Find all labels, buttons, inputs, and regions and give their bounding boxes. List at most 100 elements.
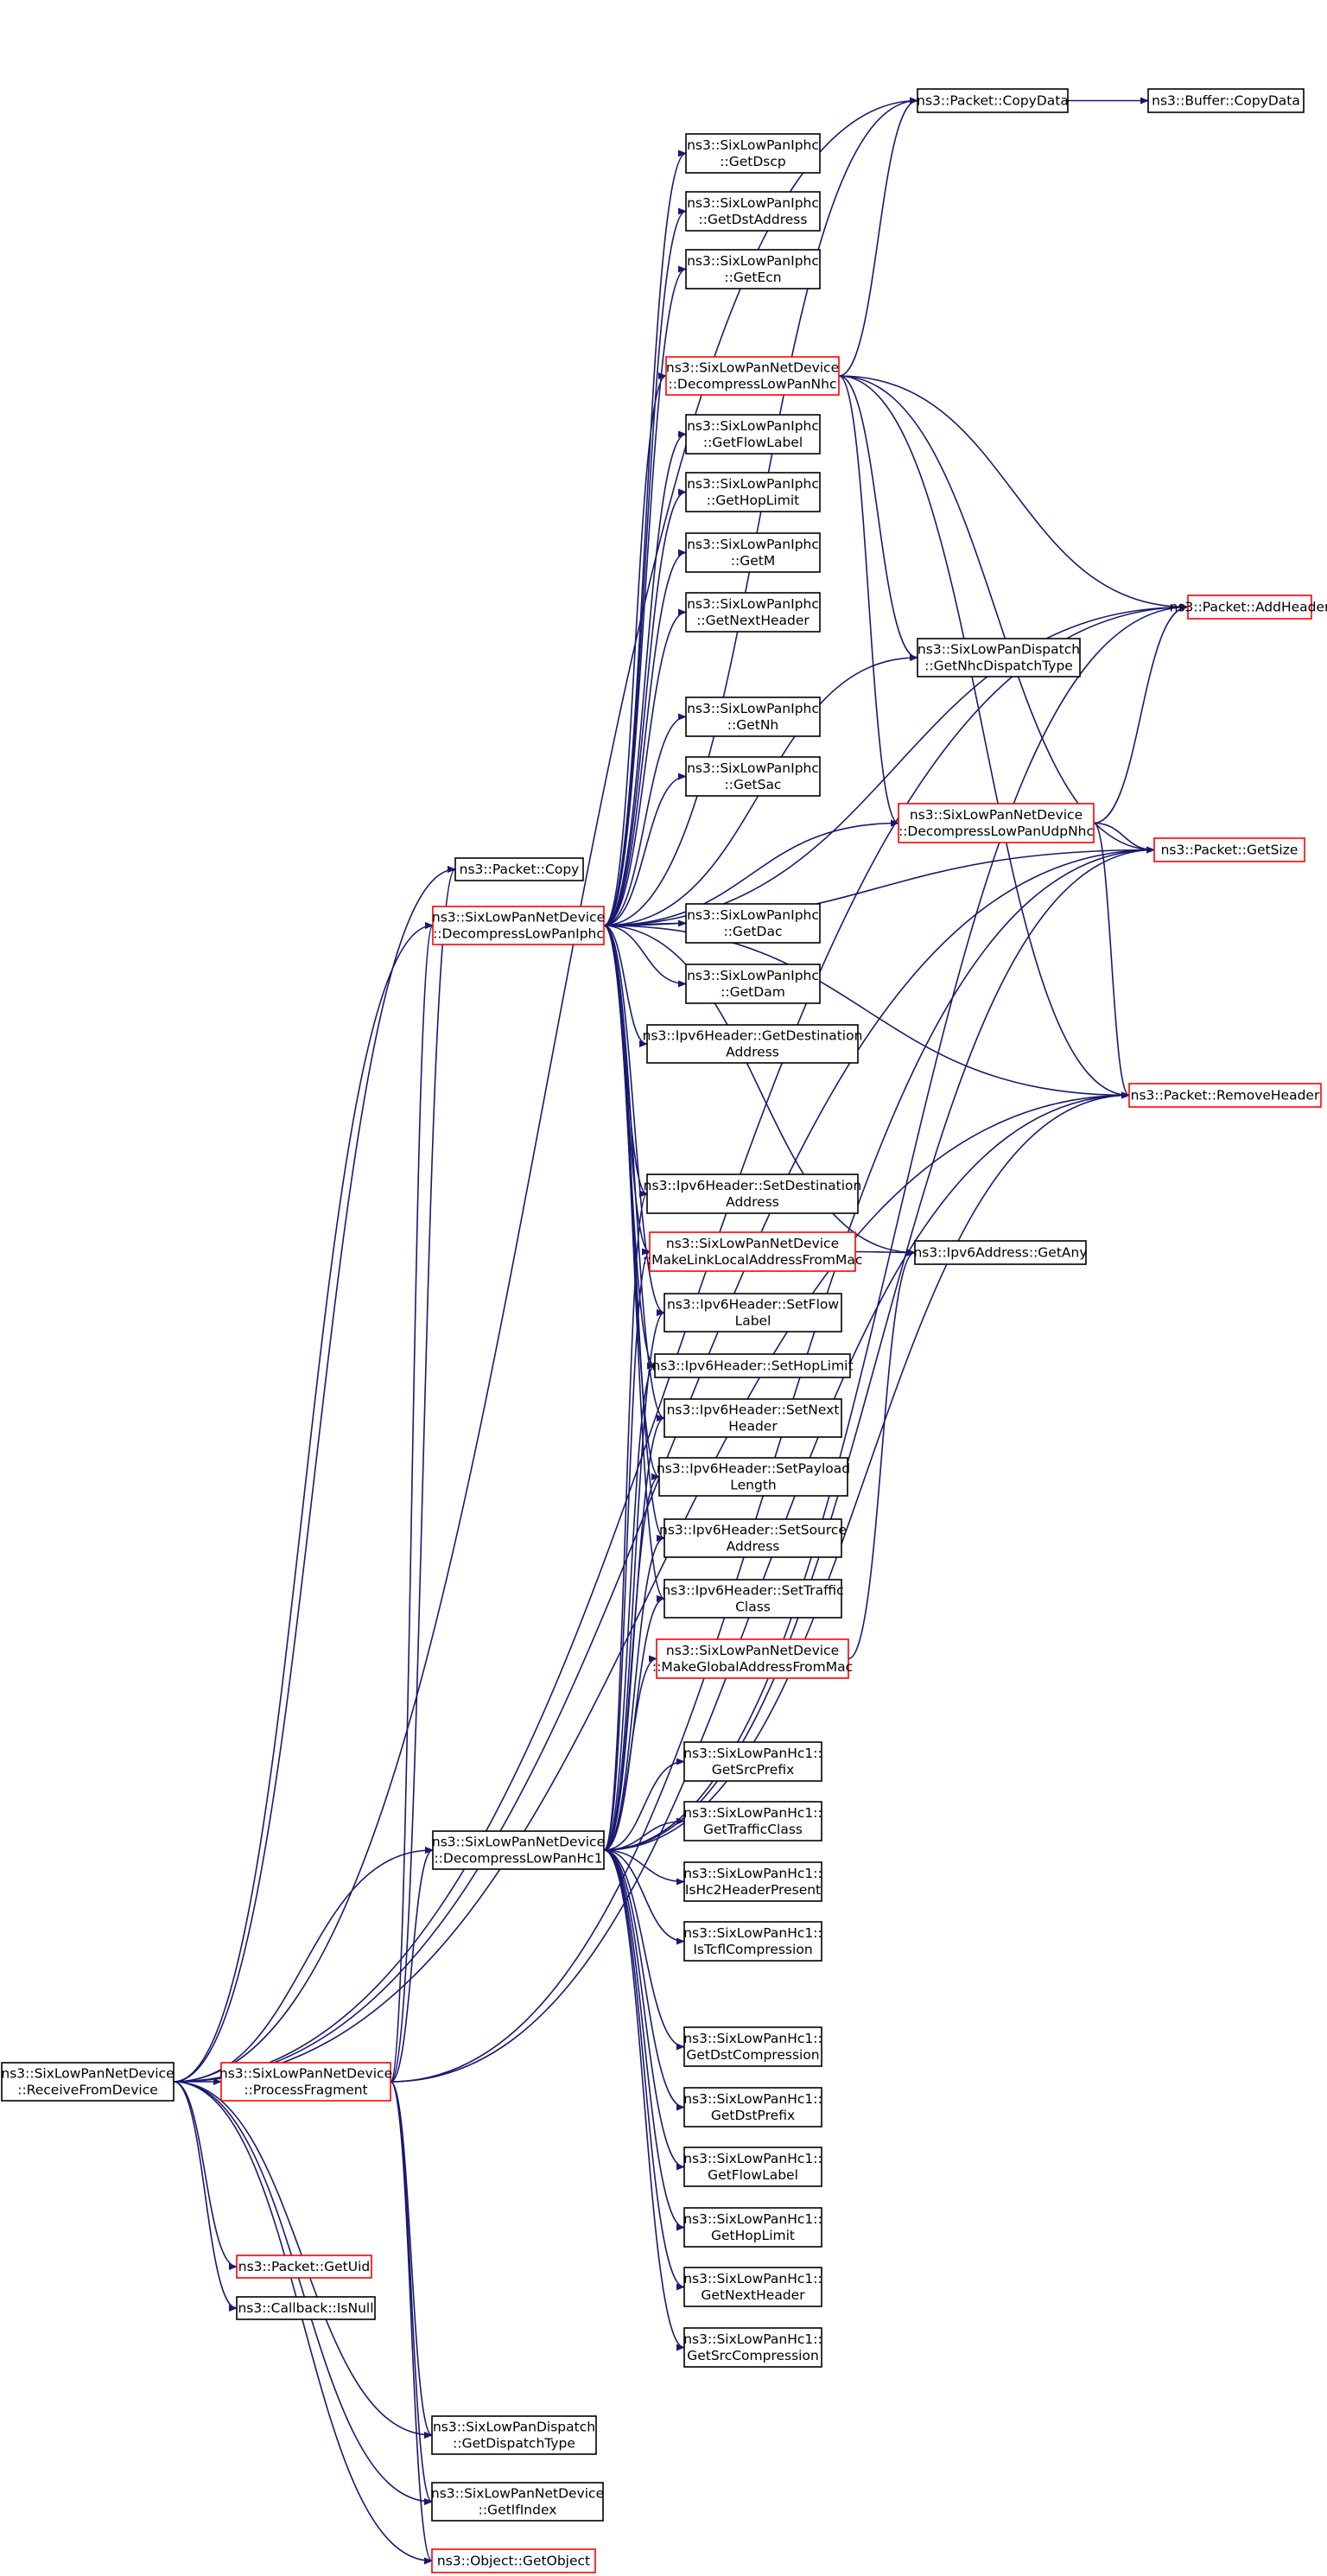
call-edge-decompressHc1-to-hc1GetDstCompression — [603, 1849, 685, 2051]
node-label: ns3::SixLowPanHc1:: — [683, 1805, 822, 1821]
node-getDac[interactable]: ns3::SixLowPanIphc::GetDac — [685, 903, 821, 944]
node-label: ::GetSac — [725, 777, 782, 792]
call-edge-decompressHc1-to-setHopLimit — [603, 1362, 656, 1851]
node-getUid[interactable]: ns3::Packet::GetUid — [236, 2255, 372, 2279]
node-hc1GetNextHeader[interactable]: ns3::SixLowPanHc1::GetNextHeader — [683, 2267, 822, 2307]
node-getDam[interactable]: ns3::SixLowPanIphc::GetDam — [685, 964, 821, 1004]
node-label: ::GetDscp — [720, 154, 785, 169]
node-hc1IsTcfl[interactable]: ns3::SixLowPanHc1::IsTcflCompression — [683, 1921, 822, 1962]
node-label: ::GetDispatchType — [453, 2436, 575, 2452]
node-box — [646, 1024, 859, 1064]
call-edge-decompressIphc-to-getNextHeader — [603, 608, 687, 926]
node-box — [685, 592, 821, 633]
call-edge-root-to-addHeader — [173, 603, 1189, 2083]
node-bufferCopyData[interactable]: ns3::Buffer::CopyData — [1147, 88, 1305, 113]
node-box — [1153, 837, 1305, 862]
call-edge-processFragment-to-getObject — [390, 2081, 433, 2565]
node-getNh[interactable]: ns3::SixLowPanIphc::GetNh — [685, 696, 821, 737]
node-decompressHc1[interactable]: ns3::SixLowPanNetDevice::DecompressLowPa… — [432, 1830, 605, 1870]
node-label: ::GetDac — [723, 924, 782, 939]
node-label: ::MakeLinkLocalAddressFromMac — [643, 1252, 863, 1268]
node-label: ns3::SixLowPanNetDevice — [666, 360, 839, 376]
node-box — [664, 1398, 842, 1438]
node-processFragment[interactable]: ns3::SixLowPanNetDevice::ProcessFragment — [219, 2062, 392, 2102]
node-box — [685, 472, 821, 512]
node-ipv6GetAny[interactable]: ns3::Ipv6Address::GetAny — [913, 1240, 1088, 1265]
node-getFlowLabel[interactable]: ns3::SixLowPanIphc::GetFlowLabel — [685, 414, 821, 455]
node-hc1GetSrcPrefix[interactable]: ns3::SixLowPanHc1::GetSrcPrefix — [683, 1741, 822, 1782]
node-box — [685, 133, 821, 174]
node-getSize[interactable]: ns3::Packet::GetSize — [1153, 837, 1305, 862]
node-label: ns3::Ipv6Header::SetHopLimit — [651, 1358, 853, 1374]
node-decompressNhc[interactable]: ns3::SixLowPanNetDevice::DecompressLowPa… — [665, 356, 840, 396]
node-label: ns3::SixLowPanIphc — [687, 476, 819, 492]
node-box — [917, 88, 1069, 113]
node-hc1GetHopLimit[interactable]: ns3::SixLowPanHc1::GetHopLimit — [683, 2207, 822, 2248]
call-edge-decompressIphc-to-getFlowLabel — [603, 430, 687, 926]
node-box — [431, 2482, 604, 2522]
call-edge-root-to-getIfIndex — [173, 2081, 433, 2505]
call-edge-decompressNhc-to-copyData — [838, 97, 918, 377]
node-addHeader[interactable]: ns3::Packet::AddHeader — [1170, 595, 1327, 620]
node-isNull[interactable]: ns3::Callback::IsNull — [236, 2296, 376, 2320]
node-getNextHeader[interactable]: ns3::SixLowPanIphc::GetNextHeader — [685, 592, 821, 633]
node-label: ns3::SixLowPanIphc — [687, 418, 819, 434]
node-hc1GetDstPrefix[interactable]: ns3::SixLowPanHc1::GetDstPrefix — [683, 2087, 822, 2128]
call-edge-decompressHc1-to-setPayload — [603, 1473, 660, 1851]
node-makeGlobal[interactable]: ns3::SixLowPanNetDevice::MakeGlobalAddre… — [652, 1638, 853, 1679]
node-hc1IsHc2[interactable]: ns3::SixLowPanHc1::IsHc2HeaderPresent — [683, 1861, 822, 1902]
node-root[interactable]: ns3::SixLowPanNetDevice::ReceiveFromDevi… — [1, 2062, 175, 2102]
call-edge-decompressIphc-to-getEcn — [603, 265, 687, 926]
node-getSac[interactable]: ns3::SixLowPanIphc::GetSac — [685, 756, 821, 797]
node-getM[interactable]: ns3::SixLowPanIphc::GetM — [685, 532, 821, 573]
node-label: ns3::Ipv6Header::SetFlow — [667, 1297, 839, 1313]
node-makeLinkLocal[interactable]: ns3::SixLowPanNetDevice::MakeLinkLocalAd… — [643, 1231, 863, 1272]
node-getObject[interactable]: ns3::Object::GetObject — [431, 2548, 596, 2573]
call-edge-decompressHc1-to-hc1IsTcfl — [603, 1849, 685, 1945]
node-label: Length — [730, 1478, 776, 1493]
node-getEcn[interactable]: ns3::SixLowPanIphc::GetEcn — [685, 249, 821, 289]
node-box — [683, 2327, 822, 2368]
node-label: Address — [726, 1045, 779, 1060]
node-getHopLimit[interactable]: ns3::SixLowPanIphc::GetHopLimit — [685, 472, 821, 512]
node-hc1GetDstCompression[interactable]: ns3::SixLowPanHc1::GetDstCompression — [683, 2026, 822, 2067]
node-label: GetHopLimit — [711, 2228, 795, 2243]
node-label: GetTrafficClass — [703, 1822, 803, 1837]
node-getDstAddress[interactable]: ns3::SixLowPanIphc::GetDstAddress — [685, 191, 821, 232]
call-edge-decompressHc1-to-makeGlobal — [603, 1655, 657, 1851]
node-copyData[interactable]: ns3::Packet::CopyData — [917, 88, 1069, 113]
node-label: ns3::Ipv6Header::GetDestination — [643, 1028, 863, 1044]
call-edge-root-to-packetCopy — [173, 866, 456, 2083]
node-hc1GetTrafficClass[interactable]: ns3::SixLowPanHc1::GetTrafficClass — [683, 1801, 822, 1841]
node-box — [454, 857, 584, 881]
node-getIfIndex[interactable]: ns3::SixLowPanNetDevice::GetIfIndex — [431, 2482, 604, 2522]
node-box — [683, 2267, 822, 2307]
node-decompressIphc[interactable]: ns3::SixLowPanNetDevice::DecompressLowPa… — [432, 906, 605, 945]
node-getDscp[interactable]: ns3::SixLowPanIphc::GetDscp — [685, 133, 821, 174]
node-decompressUdpNhc[interactable]: ns3::SixLowPanNetDevice::DecompressLowPa… — [898, 803, 1095, 843]
node-label: ns3::Ipv6Header::SetTraffic — [662, 1583, 843, 1599]
node-hc1GetFlowLabel[interactable]: ns3::SixLowPanHc1::GetFlowLabel — [683, 2147, 822, 2187]
node-hc1GetSrcCompression[interactable]: ns3::SixLowPanHc1::GetSrcCompression — [683, 2327, 822, 2368]
call-edge-processFragment-to-decompressIphc — [390, 922, 434, 2083]
node-packetCopy[interactable]: ns3::Packet::Copy — [454, 857, 584, 881]
node-removeHeader[interactable]: ns3::Packet::RemoveHeader — [1128, 1083, 1322, 1108]
node-box — [658, 1457, 848, 1497]
call-edge-decompressIphc-to-decompressNhc — [603, 372, 667, 926]
node-label: ns3::SixLowPanHc1:: — [683, 2331, 822, 2347]
node-label: ns3::SixLowPanNetDevice — [910, 807, 1083, 823]
node-getNhcDispatchType[interactable]: ns3::SixLowPanDispatch::GetNhcDispatchTy… — [917, 638, 1081, 677]
node-getDispatchType[interactable]: ns3::SixLowPanDispatch::GetDispatchType — [431, 2415, 597, 2455]
node-setHopLimit[interactable]: ns3::Ipv6Header::SetHopLimit — [651, 1353, 854, 1378]
node-label: ns3::SixLowPanIphc — [687, 760, 819, 776]
node-label: ns3::Callback::IsNull — [238, 2300, 373, 2316]
call-edge-decompressIphc-to-getNh — [603, 713, 687, 926]
node-label: ns3::SixLowPanHc1:: — [683, 2151, 822, 2166]
